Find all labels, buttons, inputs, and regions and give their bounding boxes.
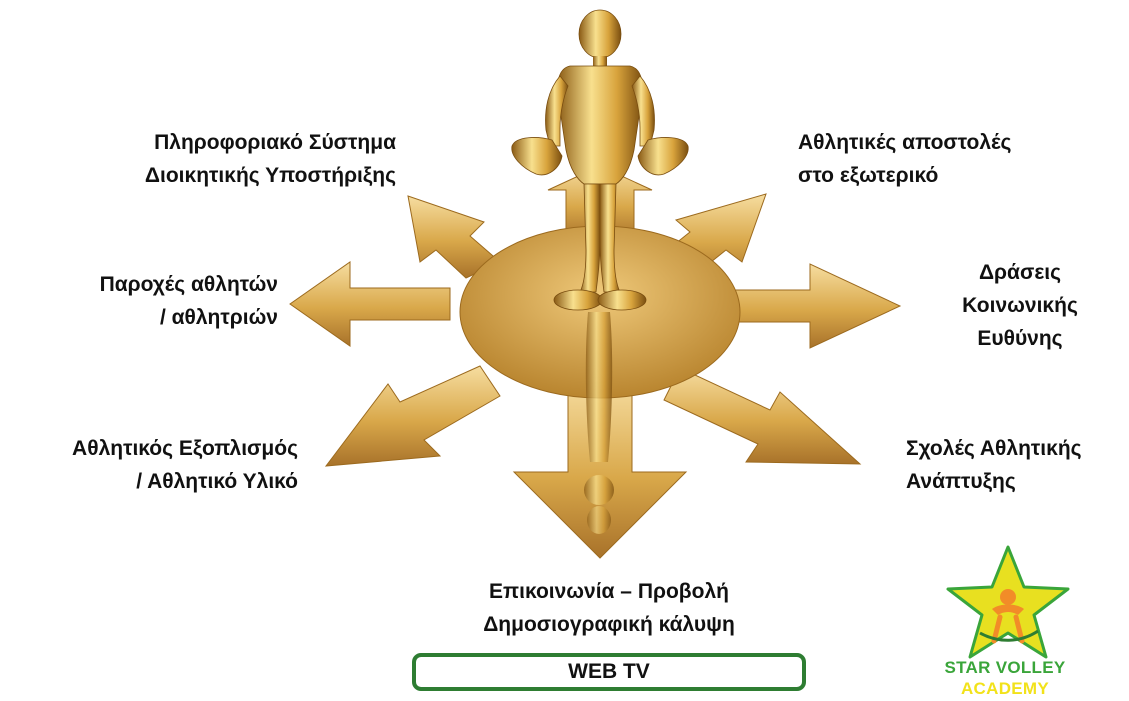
label-line: Αθλητικός Εξοπλισμός bbox=[0, 432, 298, 465]
label-line: Ανάπτυξης bbox=[906, 465, 1126, 498]
label-line: Παροχές αθλητών bbox=[20, 268, 278, 301]
label-line: Επικοινωνία – Προβολή bbox=[410, 575, 808, 608]
label-line: Δράσεις bbox=[920, 256, 1120, 289]
arrow-south-west bbox=[326, 366, 500, 466]
label-information-system: Πληροφοριακό Σύστημα Διοικητικής Υποστήρ… bbox=[60, 126, 396, 192]
label-line: / Αθλητικό Υλικό bbox=[0, 465, 298, 498]
arrow-south-east bbox=[664, 368, 860, 464]
label-social-responsibility: Δράσεις Κοινωνικής Ευθύνης bbox=[920, 256, 1120, 355]
star-volley-academy-logo: STAR VOLLEY ACADEMY bbox=[920, 545, 1090, 701]
label-line: Κοινωνικής bbox=[920, 289, 1120, 322]
web-tv-box: WEB TV bbox=[412, 653, 806, 691]
label-line: Διοικητικής Υποστήριξης bbox=[60, 159, 396, 192]
label-sports-development-schools: Σχολές Αθλητικής Ανάπτυξης bbox=[906, 432, 1126, 498]
label-communication-promotion: Επικοινωνία – Προβολή Δημοσιογραφική κάλ… bbox=[410, 575, 808, 641]
label-sports-missions-abroad: Αθλητικές αποστολές στο εξωτερικό bbox=[798, 126, 1088, 192]
label-line: Ευθύνης bbox=[920, 322, 1120, 355]
label-line: στο εξωτερικό bbox=[798, 159, 1088, 192]
star-logo-icon bbox=[920, 545, 1090, 665]
label-athlete-benefits: Παροχές αθλητών / αθλητριών bbox=[20, 268, 278, 334]
arrow-west bbox=[290, 262, 450, 346]
label-line: Αθλητικές αποστολές bbox=[798, 126, 1088, 159]
label-line: Δημοσιογραφική κάλυψη bbox=[410, 608, 808, 641]
label-sports-equipment: Αθλητικός Εξοπλισμός / Αθλητικό Υλικό bbox=[0, 432, 298, 498]
logo-text-academy: ACADEMY bbox=[920, 679, 1090, 699]
label-line: Σχολές Αθλητικής bbox=[906, 432, 1126, 465]
label-line: / αθλητριών bbox=[20, 301, 278, 334]
logo-text-star-volley: STAR VOLLEY bbox=[920, 658, 1090, 678]
label-line: Πληροφοριακό Σύστημα bbox=[60, 126, 396, 159]
